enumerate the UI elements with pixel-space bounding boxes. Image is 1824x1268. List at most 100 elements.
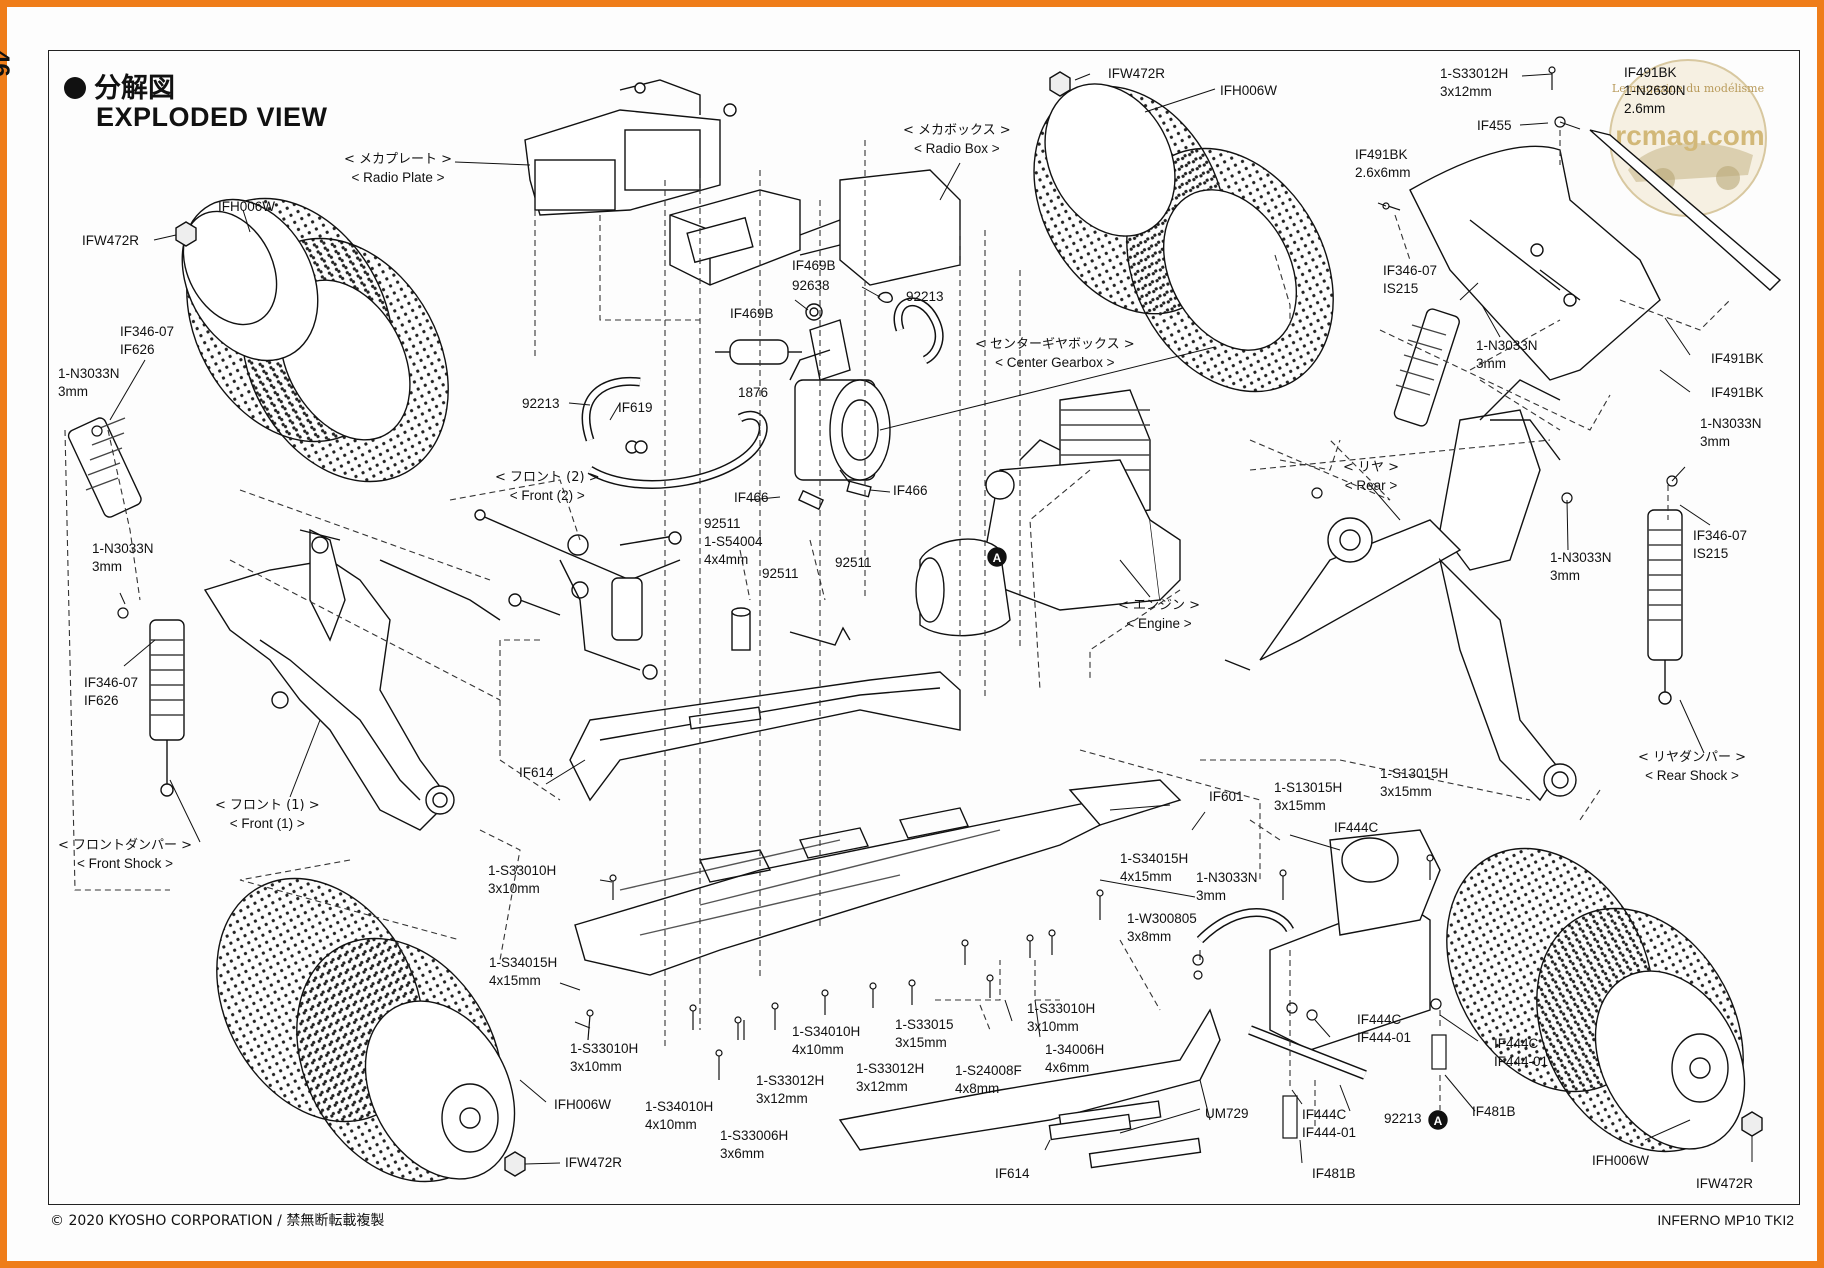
label-if601: IF601 <box>1209 789 1244 804</box>
marker-a-tank-letter: A <box>1434 1114 1443 1128</box>
engine-assembly <box>915 389 1181 637</box>
label-if469b-2: IF469B <box>730 306 774 321</box>
label-ifh006w-fr: IFH006W <box>554 1097 612 1112</box>
label-ifw472r-rl: IFW472R <box>1108 66 1166 81</box>
label-engine: < エンジン >< Engine > <box>1118 598 1201 631</box>
label-92213-top: 92213 <box>906 289 944 304</box>
label-ifh006w-rr: IFH006W <box>1592 1153 1650 1168</box>
label-92511-a: 92511 <box>762 566 799 581</box>
fuel-tank <box>1269 829 1441 1051</box>
label-if481b-b: IF481B <box>1312 1166 1356 1181</box>
label-if466-2: IF466 <box>893 483 928 498</box>
marker-a-tank <box>1428 1110 1448 1130</box>
label-center-gearbox: < センターギヤボックス >< Center Gearbox > <box>975 337 1135 370</box>
label-if481b-a: IF481B <box>1472 1104 1516 1119</box>
marker-a-engine <box>987 547 1007 567</box>
title-english: EXPLODED VIEW <box>96 102 328 132</box>
label-rear-shock: < リヤダンパー >< Rear Shock > <box>1638 750 1747 783</box>
label-if466-1: IF466 <box>734 490 769 505</box>
copyright-footer: © 2020 KYOSHO CORPORATION / 禁無断転載複製 <box>50 1213 385 1229</box>
label-um729: UM729 <box>1205 1106 1249 1121</box>
rear-wing <box>1409 129 1782 381</box>
label-ifh006w-fl: IFH006W <box>218 199 276 214</box>
fuel-hose-2 <box>587 410 768 489</box>
front-right-wheel <box>216 877 526 1183</box>
label-ifw472r-rr: IFW472R <box>1696 1176 1754 1191</box>
label-front-shock: < フロントダンパー >< Front Shock > <box>58 838 193 871</box>
label-rear: < リヤ >< Rear > <box>1343 460 1400 493</box>
title-jp-text: 分解図 <box>94 73 175 104</box>
front-1-assembly <box>203 528 561 831</box>
label-if619: IF619 <box>618 400 653 415</box>
label-ifw472r-fl: IFW472R <box>82 233 140 248</box>
leader-lines <box>109 73 1753 1165</box>
label-front-1: < フロント (1) >< Front (1) > <box>215 798 320 831</box>
assembly-guide-lines <box>64 130 1731 1130</box>
label-if491bk-a: IF491BK <box>1711 351 1764 366</box>
fuel-filter <box>715 339 802 365</box>
title-japanese: 分解図 <box>64 66 175 105</box>
hardware-screws <box>91 66 1678 1139</box>
rear-assembly <box>1224 379 1577 802</box>
marker-a-engine-letter: A <box>993 551 1002 565</box>
label-1876: 1876 <box>738 385 769 400</box>
label-if444c-tank: IF444C <box>1334 820 1379 835</box>
label-radio-box: < メカボックス >< Radio Box > <box>903 123 1011 156</box>
front-bumper-upper <box>569 671 961 802</box>
label-radio-plate: < メカプレート >< Radio Plate > <box>344 152 453 185</box>
label-92213-left: 92213 <box>522 396 560 411</box>
rear-shock-right <box>1647 509 1683 705</box>
diagram-border <box>48 50 1800 1205</box>
label-ifw472r-fr: IFW472R <box>565 1155 623 1170</box>
label-if455: IF455 <box>1477 118 1512 133</box>
label-if614-lower: IF614 <box>995 1166 1030 1181</box>
rear-left-wheel <box>1033 71 1334 393</box>
main-chassis <box>574 779 1182 976</box>
label-92638: 92638 <box>792 278 830 293</box>
label-ifh006w-rl: IFH006W <box>1220 83 1278 98</box>
center-gearbox <box>789 319 891 491</box>
front-bumper-lower <box>838 1008 1221 1169</box>
watermark-arc-text: Le magazine du modélisme <box>1612 82 1764 95</box>
rear-right-wheel <box>1446 847 1763 1153</box>
label-92213-bottom: 92213 <box>1384 1111 1422 1126</box>
label-if491bk-b: IF491BK <box>1711 385 1764 400</box>
label-92511-b: 92511 <box>835 555 872 570</box>
front-left-wheel <box>175 197 449 483</box>
radio-box-assembly <box>669 169 961 286</box>
label-if614-upper: IF614 <box>519 765 554 780</box>
